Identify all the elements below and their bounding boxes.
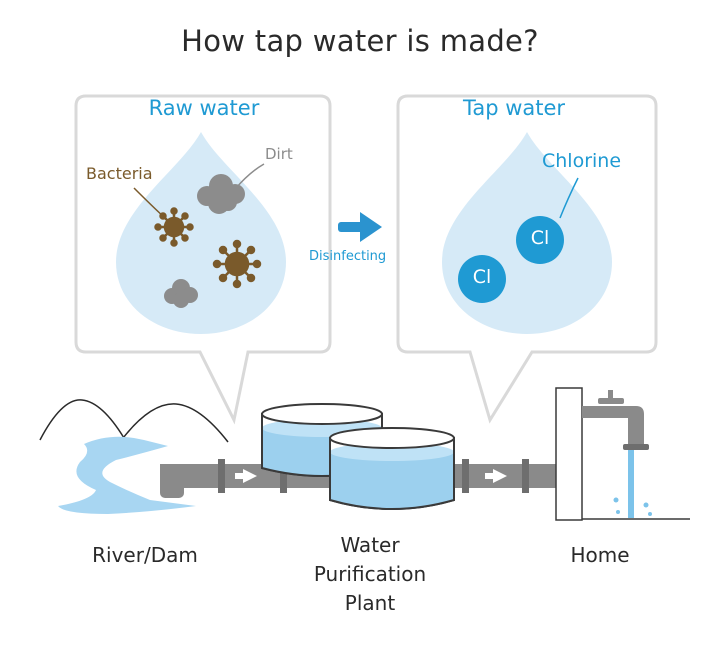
dirt-label: Dirt xyxy=(265,145,293,163)
plant-caption: Water Purification Plant xyxy=(300,531,440,618)
chlorine-symbol: Cl xyxy=(530,227,550,249)
plant-caption-line: Water xyxy=(340,533,400,557)
faucet-icon xyxy=(582,390,649,450)
river-stream xyxy=(58,436,196,514)
chlorine-label: Chlorine xyxy=(542,150,622,172)
plant-caption-line: Purification xyxy=(313,562,427,586)
dirt-particle xyxy=(164,279,198,308)
tap-water-title: Tap water xyxy=(462,96,566,120)
flow-arrow-icon xyxy=(235,473,245,479)
chlorine-atom xyxy=(458,255,506,303)
purification-tank xyxy=(329,427,455,510)
chlorine-pointer-line xyxy=(559,177,579,219)
dirt-particle xyxy=(197,174,245,214)
mountain-outline xyxy=(39,399,125,441)
home-caption: Home xyxy=(570,543,630,567)
raw-water-title: Raw water xyxy=(148,96,260,120)
raw-water-drop xyxy=(116,132,286,334)
bacteria-icon xyxy=(154,207,194,247)
flow-arrow-icon xyxy=(485,473,495,479)
flow-arrow-icon xyxy=(493,469,507,483)
chlorine-symbol: Cl xyxy=(472,266,492,288)
water-splash xyxy=(613,497,652,516)
bacteria-icon xyxy=(212,239,262,289)
chlorine-atom xyxy=(516,216,564,264)
diagram-title: How tap water is made? xyxy=(181,24,539,58)
dirt-pointer-line xyxy=(235,163,265,189)
home-wall xyxy=(555,387,583,521)
water-stream xyxy=(628,450,634,518)
plant-caption-line: Plant xyxy=(344,591,396,615)
mountain-outline xyxy=(119,403,229,443)
flow-arrow-icon xyxy=(243,469,257,483)
source-caption: River/Dam xyxy=(92,543,198,567)
disinfecting-arrow-icon xyxy=(338,212,382,242)
bacteria-label: Bacteria xyxy=(86,164,153,183)
disinfecting-label: Disinfecting xyxy=(309,249,387,264)
